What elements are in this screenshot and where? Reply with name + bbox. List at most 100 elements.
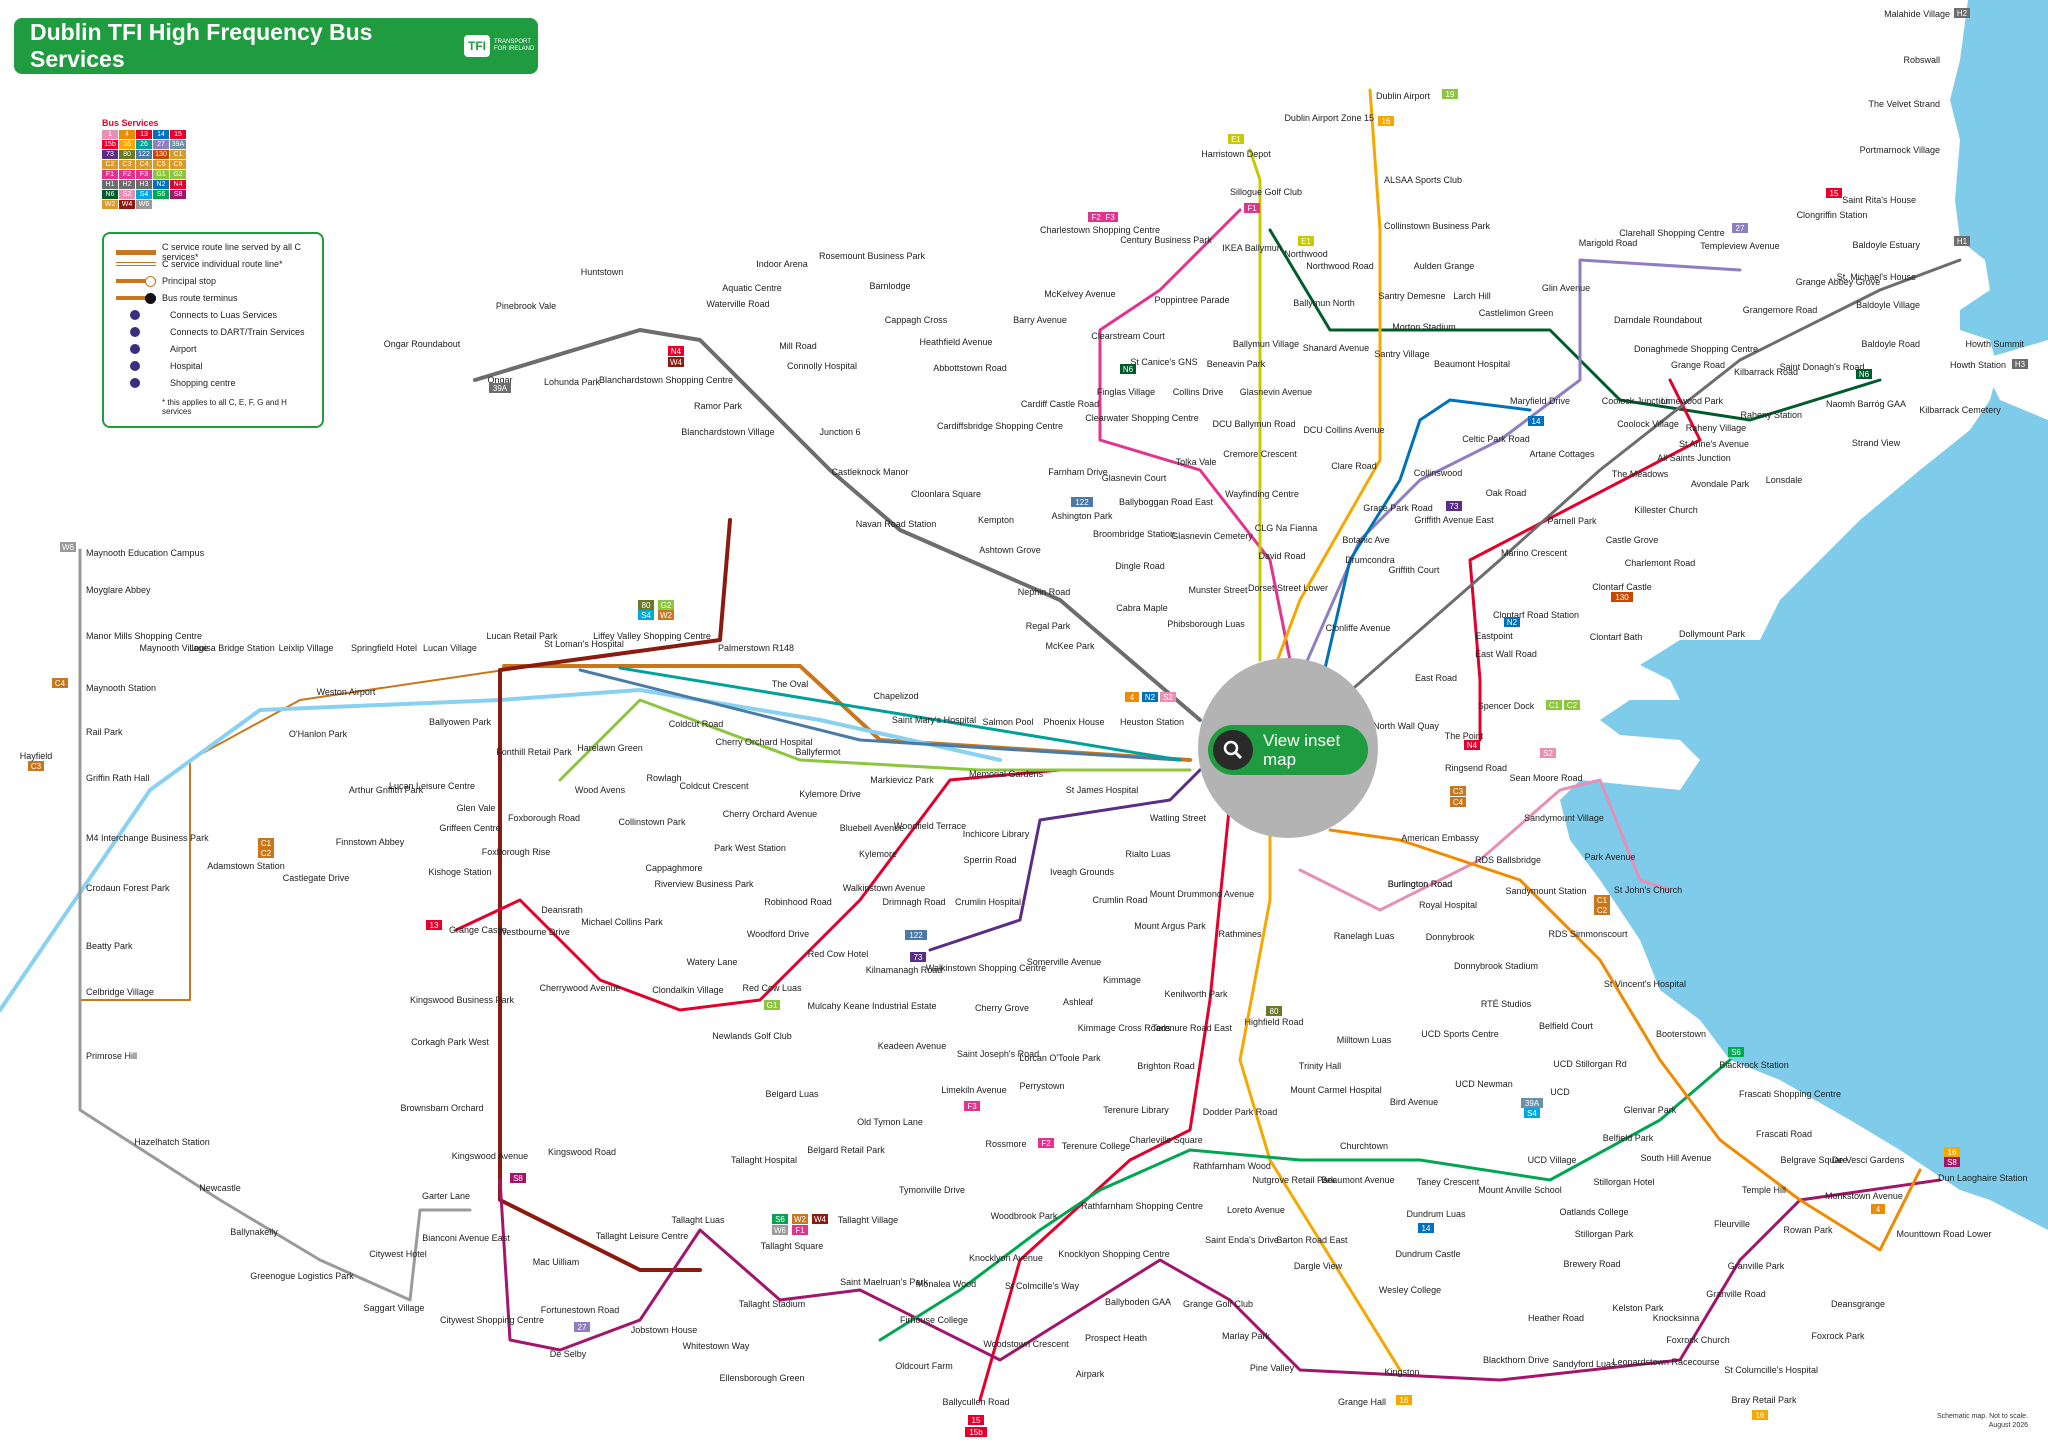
- stop-label: Kishoge Station: [428, 867, 491, 877]
- svg-text:F2: F2: [1041, 1139, 1051, 1148]
- stop-label: Kingswood Road: [548, 1147, 616, 1157]
- stop-label: Nephin Road: [1018, 587, 1071, 597]
- stop-label: ALSAA Sports Club: [1384, 175, 1462, 185]
- stop-label: Donaghmede Shopping Centre: [1634, 344, 1758, 354]
- route-badge: E1: [1228, 134, 1244, 144]
- service-chip: [187, 180, 203, 189]
- stop-label: Castle Grove: [1606, 535, 1659, 545]
- route-badge: N2: [1504, 617, 1520, 627]
- stop-label: Ballymun North: [1293, 298, 1355, 308]
- svg-text:4: 4: [1130, 693, 1135, 702]
- stop-label: Dun Laoghaire Station: [1938, 1173, 2028, 1183]
- stop-label: Memorial Gardens: [969, 769, 1044, 779]
- stop-label: Wesley College: [1379, 1285, 1441, 1295]
- route-line-15: [978, 798, 1232, 1402]
- dublin-bay-sea: [1560, 0, 2048, 1230]
- stop-label: Somerville Avenue: [1027, 957, 1101, 967]
- stop-label: Deansgrange: [1831, 1299, 1885, 1309]
- route-badge: 19: [1442, 89, 1458, 99]
- svg-text:N4: N4: [671, 347, 682, 356]
- stop-label: Knocklyon Shopping Centre: [1058, 1249, 1170, 1259]
- stop-label: Beneavin Park: [1207, 359, 1266, 369]
- stop-label: Kingswood Avenue: [452, 1151, 528, 1161]
- stop-label: Tallaght Leisure Centre: [596, 1231, 689, 1241]
- svg-text:S2: S2: [1543, 749, 1553, 758]
- stop-label: Mac Uilliam: [533, 1257, 580, 1267]
- stop-label: Whitestown Way: [683, 1341, 750, 1351]
- stop-label: Terenure Road East: [1152, 1023, 1233, 1033]
- legend-label: Airport: [170, 344, 197, 354]
- stop-label: Lonsdale: [1766, 475, 1803, 485]
- stop-label: Ballyboggan Road East: [1119, 497, 1214, 507]
- svg-text:W2: W2: [660, 611, 673, 620]
- stop-label: Walkinstown Avenue: [843, 883, 926, 893]
- route-badge: S8: [510, 1173, 526, 1183]
- stop-label: Mount Carmel Hospital: [1290, 1085, 1382, 1095]
- svg-text:S6: S6: [1731, 1048, 1741, 1057]
- stop-label: Santry Village: [1374, 349, 1429, 359]
- stop-label: Cherry Orchard Hospital: [715, 737, 812, 747]
- service-chip: N4: [170, 180, 186, 189]
- stop-label: Kilnamanagh Road: [866, 965, 943, 975]
- stop-label: Malahide Village: [1884, 9, 1950, 19]
- stop-label: The Oval: [772, 679, 809, 689]
- route-badge: 15b: [965, 1427, 987, 1437]
- route-badge: W6: [60, 542, 76, 552]
- service-chip: [187, 160, 203, 169]
- stop-label: Brownsbarn Orchard: [400, 1103, 483, 1113]
- stop-label: Tallaght Stadium: [739, 1299, 806, 1309]
- route-badge: 14: [1418, 1223, 1434, 1233]
- stop-label: Saint Joseph's Road: [957, 1049, 1039, 1059]
- stop-label: Keadeen Avenue: [878, 1041, 946, 1051]
- stop-label: Mount Drummond Avenue: [1150, 889, 1254, 899]
- stop-label: Lucan Leisure Centre: [389, 781, 475, 791]
- route-badge: W4: [812, 1214, 828, 1224]
- stop-label: Oak Road: [1486, 488, 1527, 498]
- stop-label: Clongriffin Station: [1797, 210, 1868, 220]
- legend-label: C service individual route line*: [162, 259, 283, 269]
- route-badge: 15: [1826, 188, 1842, 198]
- stop-label: St Colmcille's Way: [1005, 1281, 1079, 1291]
- route-badge: F1: [1244, 203, 1260, 213]
- stop-label: Lucan Village: [423, 643, 477, 653]
- service-chip: N2: [153, 180, 169, 189]
- service-chip: 39A: [170, 140, 186, 149]
- stop-label: Ballycullen Road: [942, 1397, 1009, 1407]
- svg-text:39A: 39A: [493, 384, 508, 393]
- svg-text:27: 27: [1736, 224, 1745, 233]
- stop-label: Griffin Rath Hall: [86, 773, 149, 783]
- service-chip: 15b: [102, 140, 118, 149]
- svg-text:W6: W6: [774, 1226, 787, 1235]
- stop-label: Dundrum Castle: [1395, 1249, 1460, 1259]
- svg-text:H1: H1: [1957, 237, 1968, 246]
- stop-label: Deansrath: [541, 905, 583, 915]
- stop-label: Sandyford Luas: [1552, 1359, 1616, 1369]
- svg-text:N2: N2: [1145, 693, 1156, 702]
- stop-label: Rowlagh: [646, 773, 681, 783]
- stop-label: East Road: [1415, 673, 1457, 683]
- svg-text:16: 16: [1756, 1411, 1765, 1420]
- hospital-icon: [130, 361, 140, 371]
- stop-label: CLG Na Fianna: [1255, 523, 1318, 533]
- stop-label: Ashington Park: [1051, 511, 1113, 521]
- svg-text:122: 122: [909, 931, 923, 940]
- view-inset-map-label: View inset map: [1263, 731, 1341, 769]
- svg-text:H2: H2: [1957, 9, 1968, 18]
- stop-label: Saint Enda's Drive: [1205, 1235, 1279, 1245]
- stop-label: Kilbarrack Road: [1734, 367, 1798, 377]
- stop-label: Naomh Barróg GAA: [1826, 399, 1906, 409]
- route-line-w6: [78, 548, 472, 1302]
- stop-label: Charleville Square: [1129, 1135, 1203, 1145]
- legend-label: Connects to DART/Train Services: [170, 327, 305, 337]
- stop-label: Dargle View: [1294, 1261, 1343, 1271]
- stop-label: Bird Avenue: [1390, 1097, 1438, 1107]
- train-icon: [130, 327, 140, 337]
- stop-label: Dublin Airport: [1376, 91, 1431, 101]
- view-inset-map-button[interactable]: View inset map: [1208, 725, 1368, 775]
- stop-label: Sperrin Road: [963, 855, 1016, 865]
- stop-label: Woodford Drive: [747, 929, 809, 939]
- service-chip: S6: [153, 190, 169, 199]
- stop-label: Sean Moore Road: [1509, 773, 1582, 783]
- stop-label: Cardiff Castle Road: [1021, 399, 1099, 409]
